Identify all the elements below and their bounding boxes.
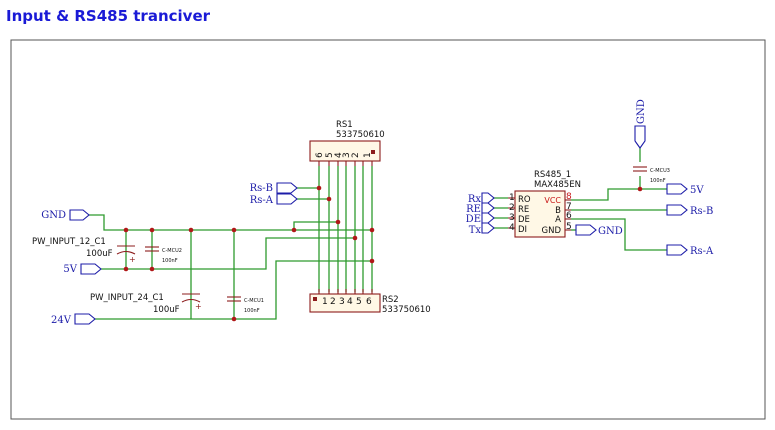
- u1-pin-di: DI: [518, 225, 527, 235]
- net-port-24v[interactable]: 24V: [51, 313, 96, 326]
- c-mcu3-value: 100nF: [650, 178, 666, 184]
- c-mcu1-ref: C-MCU1: [244, 298, 264, 304]
- c-mcu1-value: 100nF: [244, 308, 260, 314]
- rs1-value: 533750610: [336, 130, 385, 140]
- net-port-re[interactable]: RE: [466, 202, 495, 215]
- u1-pin-3-num: 3: [509, 213, 515, 223]
- u1-ref: RS485_1: [534, 170, 571, 180]
- ic-max485[interactable]: RS485_1 MAX485EN 1 2 3 4 RO RE DE DI 8 7…: [508, 170, 581, 238]
- u1-pin-8-num: 8: [566, 192, 572, 202]
- connector-rs2[interactable]: 1 2 3 4 5 6 RS2 533750610: [309, 289, 431, 315]
- c1-24-ref: PW_INPUT_24_C1: [90, 293, 164, 303]
- net-port-de[interactable]: DE: [466, 212, 495, 225]
- c1-24-value: 100uF: [153, 305, 180, 315]
- c1-24-polarity: +: [195, 302, 202, 311]
- net-label-5v-right: 5V: [690, 185, 704, 196]
- net-port-rs-a-left[interactable]: Rs-A: [250, 193, 298, 206]
- net-label-rs-a-left: Rs-A: [250, 195, 274, 206]
- connector-rs1[interactable]: 6 5 4 3 2 1 RS1 533750610: [309, 120, 385, 166]
- rs2-value: 533750610: [382, 305, 431, 315]
- net-port-rs-b-right[interactable]: Rs-B: [666, 204, 713, 217]
- u1-pin-a: A: [555, 215, 561, 225]
- u1-pin-gnd: GND: [542, 226, 562, 236]
- net-port-tx[interactable]: Tx: [469, 222, 495, 236]
- u1-pin-7-num: 7: [566, 202, 572, 212]
- u1-pin-6-num: 6: [566, 211, 572, 221]
- u1-pin-4-num: 4: [509, 223, 515, 233]
- c-mcu2-ref: C-MCU2: [162, 248, 182, 254]
- rs1-pin-6: 6: [315, 152, 325, 158]
- rs2-pin-6: 6: [366, 297, 372, 307]
- rs1-pin-2: 2: [351, 152, 361, 158]
- u1-pin-2-num: 2: [509, 203, 515, 213]
- net-label-re: RE: [466, 204, 481, 215]
- net-label-de: DE: [466, 214, 481, 225]
- net-label-tx: Tx: [469, 225, 482, 236]
- u1-pin-1-num: 1: [509, 193, 515, 203]
- u1-pin-b: B: [555, 206, 561, 216]
- sheet-title: Input & RS485 tranciver: [6, 7, 211, 25]
- net-label-24v: 24V: [51, 315, 72, 326]
- rs2-pin-4: 4: [347, 297, 353, 307]
- net-label-gnd-right: GND: [598, 226, 623, 237]
- net-port-rs-b-left[interactable]: Rs-B: [250, 182, 298, 194]
- net-port-gnd-left[interactable]: GND: [41, 209, 90, 221]
- u1-pin-re: RE: [518, 205, 529, 215]
- left-junctions: [123, 185, 375, 322]
- rs1-pin-5: 5: [325, 152, 335, 158]
- net-label-gnd-left: GND: [41, 210, 66, 221]
- u1-value: MAX485EN: [534, 180, 581, 190]
- rs1-ref: RS1: [336, 120, 353, 130]
- u1-pin-vcc: VCC: [544, 196, 561, 205]
- left-wires: [89, 166, 373, 320]
- rs2-pins: 1 2 3 4 5 6: [313, 289, 373, 307]
- c-mcu2-value: 100nF: [162, 258, 178, 264]
- capacitor-c-mcu1[interactable]: C-MCU1 100nF: [227, 296, 264, 314]
- net-port-5v-right[interactable]: 5V: [666, 183, 704, 196]
- u1-pin-ro: RO: [518, 195, 531, 205]
- c1-12-value: 100uF: [86, 249, 113, 259]
- net-port-5v-left[interactable]: 5V: [63, 263, 102, 275]
- capacitor-pw-input-24-c1[interactable]: + PW_INPUT_24_C1 100uF: [90, 293, 202, 315]
- rs1-pin-1: 1: [363, 152, 373, 158]
- junction-5v-right: [637, 186, 643, 192]
- net-port-gnd-right[interactable]: GND: [575, 224, 623, 237]
- net-port-rx[interactable]: Rx: [468, 192, 495, 205]
- rs2-ref: RS2: [382, 295, 399, 305]
- c1-12-polarity: +: [129, 255, 136, 264]
- net-label-rs-a-right: Rs-A: [690, 246, 714, 257]
- net-label-rx: Rx: [468, 194, 482, 205]
- capacitor-pw-input-12-c1[interactable]: + PW_INPUT_12_C1 100uF: [32, 237, 136, 264]
- rs1-pin-3: 3: [342, 152, 352, 158]
- net-label-rs-b-left: Rs-B: [250, 183, 273, 194]
- net-port-gnd-top[interactable]: GND: [634, 99, 647, 149]
- c-mcu3-ref: C-MCU3: [650, 168, 670, 174]
- u1-pin-de: DE: [518, 215, 530, 225]
- rs2-pin-5: 5: [356, 297, 362, 307]
- capacitor-c-mcu2[interactable]: C-MCU2 100nF: [145, 246, 182, 264]
- rs2-pin-3: 3: [339, 297, 345, 307]
- net-port-rs-a-right[interactable]: Rs-A: [666, 244, 714, 257]
- net-label-rs-b-right: Rs-B: [690, 206, 713, 217]
- rs2-pin-2: 2: [330, 297, 336, 307]
- rs2-pin-1: 1: [322, 297, 328, 307]
- rs1-pin-4: 4: [334, 152, 344, 158]
- sheet-frame: [10, 39, 766, 420]
- net-label-5v-left: 5V: [63, 264, 77, 275]
- u1-pin-5-num: 5: [566, 222, 572, 232]
- rs1-pins: 6 5 4 3 2 1: [315, 150, 375, 166]
- c1-12-ref: PW_INPUT_12_C1: [32, 237, 106, 247]
- capacitor-c-mcu3[interactable]: C-MCU3 100nF: [633, 166, 670, 184]
- net-label-gnd-top: GND: [636, 99, 647, 124]
